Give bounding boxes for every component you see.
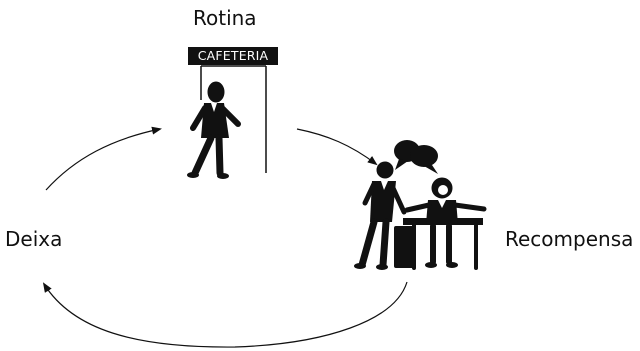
- arrow-routine-to-reward: [296, 128, 378, 166]
- person-walking-icon: [187, 81, 241, 179]
- shirt-details: [211, 103, 448, 208]
- cafeteria-sign: CAFETERIA: [188, 47, 278, 65]
- stage-label-routine: Rotina: [193, 6, 257, 30]
- stage-label-reward: Recompensa: [505, 227, 634, 251]
- doorway: [200, 65, 267, 173]
- arrow-cue-to-routine: [45, 126, 162, 191]
- coworkers-chatting-icon: [354, 161, 487, 270]
- speech-bubbles-icon: [394, 140, 438, 174]
- arrow-reward-to-cue: [42, 281, 408, 348]
- stage-label-cue: Deixa: [5, 227, 63, 251]
